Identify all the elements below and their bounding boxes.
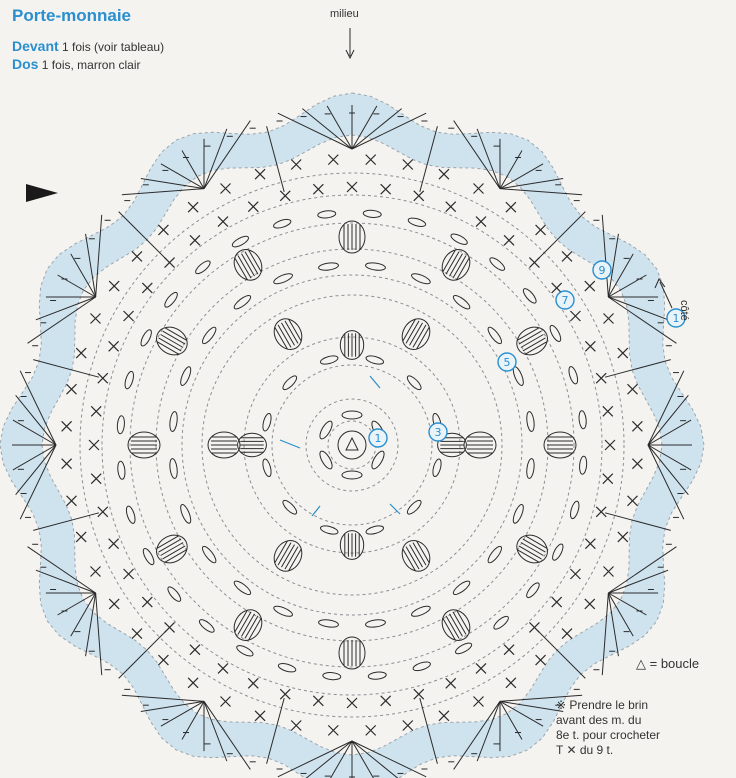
center-label: milieu <box>330 8 359 20</box>
front-text: 1 fois (voir tableau) <box>62 40 164 54</box>
front-label: Devant <box>12 38 59 54</box>
round-marker-label: 5 <box>504 356 511 369</box>
page-title: Porte-monnaie <box>12 6 131 26</box>
round-marker-label: 9 <box>599 264 606 277</box>
note-line: ※ Prendre le brin <box>556 698 736 713</box>
note-line: avant des m. du <box>556 713 736 728</box>
legend-loop: △ = boucle <box>636 656 699 672</box>
instruction-note: ※ Prendre le brin avant des m. du 8e t. … <box>556 698 736 758</box>
round-marker-label: 7 <box>562 294 569 307</box>
round-marker-label: 3 <box>435 426 442 439</box>
side-label: côté <box>678 300 690 321</box>
note-line: T ✕ du 9 t. <box>556 743 736 758</box>
back-label: Dos <box>12 56 38 72</box>
back-text: 1 fois, marron clair <box>42 58 141 72</box>
back-instruction: Dos 1 fois, marron clair <box>12 56 141 72</box>
shaded-bands <box>0 93 704 778</box>
round-marker-label: 1 <box>375 432 382 445</box>
note-line: 8e t. pour crocheter <box>556 728 736 743</box>
start-pointer-icon <box>26 184 58 202</box>
front-instruction: Devant 1 fois (voir tableau) <box>12 38 164 54</box>
